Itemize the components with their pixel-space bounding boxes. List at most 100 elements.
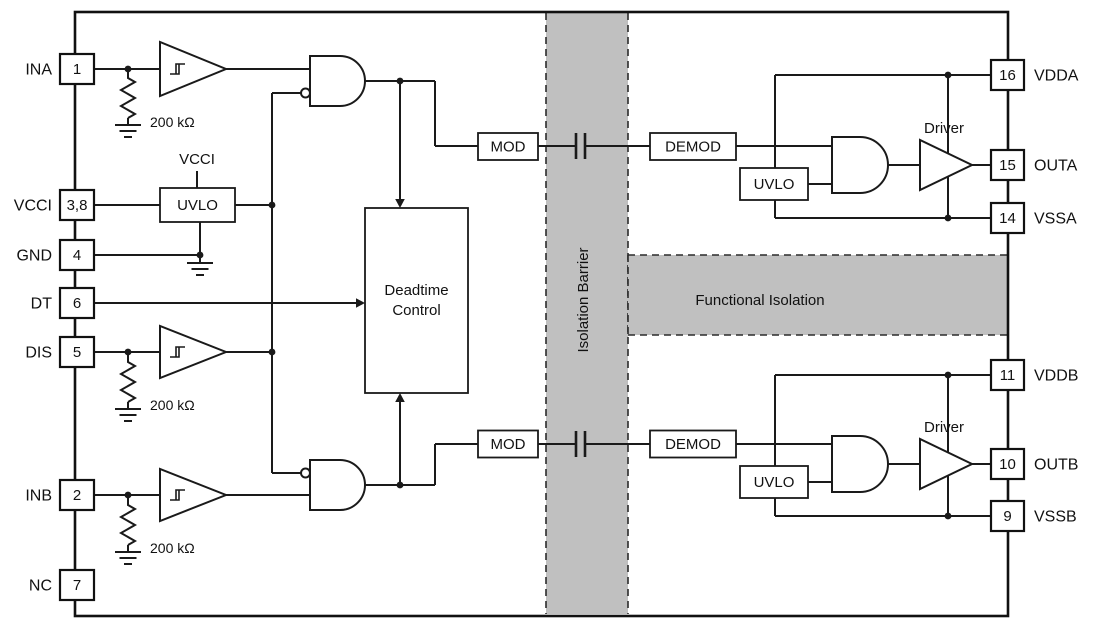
arrow-dt-into-deadtime xyxy=(356,298,365,308)
wire-gate-a-out xyxy=(365,80,478,199)
mod-b-label: MOD xyxy=(491,436,526,453)
ground-icon-gnd-pin xyxy=(187,255,213,276)
pin-nc-label: NC xyxy=(29,578,52,595)
pin-dt-label: DT xyxy=(31,296,53,313)
gate-body xyxy=(309,55,366,107)
nand-gate-a xyxy=(300,55,366,107)
junction-dot xyxy=(268,348,276,356)
pin-outa: 15 OUTA xyxy=(989,148,1078,182)
isolation-barrier-label: Isolation Barrier xyxy=(575,247,592,352)
pin-nc-square xyxy=(58,568,96,602)
input-bubble-icon xyxy=(300,87,311,99)
buffer-triangle xyxy=(159,40,229,98)
wire-enable-bus xyxy=(271,92,301,474)
pin-vssb-number: 9 xyxy=(1003,508,1011,525)
uvlo-b-label: UVLO xyxy=(754,474,795,491)
pin-outb-square xyxy=(989,447,1026,481)
pin-gnd-square xyxy=(58,238,96,272)
pin-outa-number: 15 xyxy=(999,157,1016,174)
junction-dot xyxy=(268,201,276,209)
pin-vssa-number: 14 xyxy=(999,210,1016,227)
demod-b-box xyxy=(649,429,737,459)
resistor-zigzag xyxy=(118,69,138,119)
pin-vcci-number: 3,8 xyxy=(67,197,88,214)
pin-gnd-label: GND xyxy=(16,248,52,265)
driver-b-label: Driver xyxy=(924,419,964,436)
resistor-ina-value: 200 kΩ xyxy=(150,114,195,130)
pin-outb-number: 10 xyxy=(999,456,1016,473)
wire-gnd xyxy=(94,222,201,256)
resistor-zigzag xyxy=(118,495,138,546)
mod-a-label: MOD xyxy=(491,139,526,156)
uvlo-a-label: UVLO xyxy=(754,176,795,193)
and-gate-a xyxy=(831,136,889,194)
ground-icon xyxy=(115,402,141,422)
deadtime-control-block: Deadtime Control xyxy=(364,207,469,394)
functional-isolation-label: Functional Isolation xyxy=(695,292,824,309)
pin-dis-number: 5 xyxy=(73,344,81,361)
secondary-a-wires xyxy=(736,74,991,219)
driver-a-label: Driver xyxy=(924,120,964,137)
pin-ina: 1 INA xyxy=(25,52,96,86)
wire-vcci xyxy=(94,171,272,206)
pin-vddb: 11 VDDB xyxy=(989,358,1078,392)
right-pins: 16 VDDA 15 OUTA 14 VSSA 11 VDDB 10 OUTB … xyxy=(989,58,1079,533)
pin-inb: 2 INB xyxy=(25,478,96,512)
pin-inb-number: 2 xyxy=(73,487,81,504)
pin-vssb-square xyxy=(989,499,1026,533)
pin-inb-square xyxy=(58,478,96,512)
pin-dt: 6 DT xyxy=(31,286,96,320)
pin-dis-label: DIS xyxy=(25,345,52,362)
pin-vddb-square xyxy=(989,358,1026,392)
pin-nc-number: 7 xyxy=(73,577,81,594)
junction-dot xyxy=(196,251,204,259)
ground-icon xyxy=(115,545,141,565)
nand-gate-b xyxy=(300,459,366,511)
uvlo-b-block: UVLO xyxy=(739,465,809,499)
uvlo-primary-box xyxy=(159,187,236,223)
isolation-capacitor-a xyxy=(538,133,650,159)
pin-vcci-label: VCCI xyxy=(14,198,52,215)
functional-isolation-dashed-border xyxy=(627,254,1008,336)
hysteresis-icon xyxy=(170,346,185,358)
pin-vdda-square xyxy=(989,58,1026,92)
pin-outa-label: OUTA xyxy=(1034,158,1078,175)
pin-outa-square xyxy=(989,148,1026,182)
gate-body xyxy=(309,459,366,511)
mod-b-block: MOD xyxy=(477,429,539,459)
pin-vcci: 3,8 VCCI xyxy=(14,188,96,222)
schmitt-buffer-dis xyxy=(159,324,229,380)
junction-dot xyxy=(944,512,952,520)
junction-dot xyxy=(124,491,132,499)
pin-gnd: 4 GND xyxy=(16,238,96,272)
mod-a-block: MOD xyxy=(477,132,539,161)
functional-isolation-band xyxy=(627,254,1008,336)
wire-vssa-rail xyxy=(774,177,991,219)
resistor-dis-value: 200 kΩ xyxy=(150,397,195,413)
resistor-dis xyxy=(115,352,141,422)
junction-dot xyxy=(944,214,952,222)
resistor-inb-value: 200 kΩ xyxy=(150,540,195,556)
left-pins: 1 INA 3,8 VCCI 4 GND 6 DT 5 DIS 2 INB xyxy=(14,52,96,602)
hysteresis-icon xyxy=(170,63,185,75)
secondary-b-wires xyxy=(736,374,991,517)
wire-vdda-rail xyxy=(774,74,991,168)
and-gate-b xyxy=(831,435,889,493)
vcci-rail-label: VCCI xyxy=(179,151,215,168)
uvlo-a-block: UVLO xyxy=(739,167,809,201)
ground-icon xyxy=(115,118,141,138)
capacitor-icon xyxy=(574,431,587,457)
deadtime-label-line1: Deadtime xyxy=(384,282,448,299)
functional-isolation-fill xyxy=(628,255,1008,335)
pin-vssa-square xyxy=(989,201,1026,235)
pin-vssa-label: VSSA xyxy=(1034,211,1077,228)
pin-dis: 5 DIS xyxy=(25,335,96,369)
driver-a-triangle xyxy=(919,138,975,192)
pin-nc: 7 NC xyxy=(29,568,96,602)
arrow-into-deadtime-top xyxy=(395,199,405,208)
junction-dot xyxy=(396,77,404,85)
pin-dt-square xyxy=(58,286,96,320)
pin-dt-number: 6 xyxy=(73,295,81,312)
